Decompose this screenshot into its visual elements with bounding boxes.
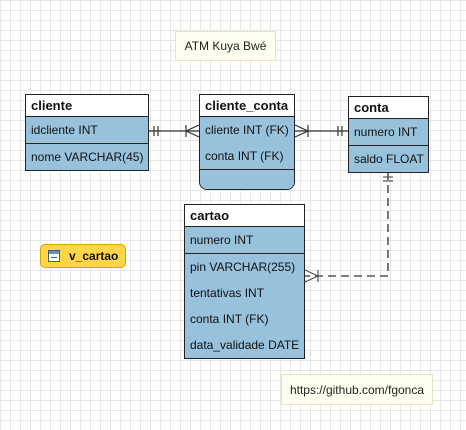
column-row[interactable]: tentativas INT xyxy=(190,286,265,300)
column-row[interactable]: cliente INT (FK) xyxy=(205,123,289,137)
relationship-conta-cliente_conta[interactable] xyxy=(294,124,348,138)
entity-conta-columns-section: saldo FLOAT xyxy=(349,145,428,172)
view-v_cartao-label: v_cartao xyxy=(69,249,119,263)
diagram-title-text: ATM Kuya Bwé xyxy=(184,39,267,53)
entity-cartao-title: cartao xyxy=(185,205,304,227)
entity-cliente-columns-section: nome VARCHAR(45) xyxy=(26,143,148,170)
view-v_cartao[interactable]: v_cartao xyxy=(40,244,126,268)
entity-cliente_conta-title: cliente_conta xyxy=(200,95,294,117)
column-row[interactable]: saldo FLOAT xyxy=(354,152,424,166)
column-row[interactable]: conta INT (FK) xyxy=(190,312,269,326)
link-note[interactable]: https://github.com/fgonca xyxy=(281,374,433,405)
diagram-title-note[interactable]: ATM Kuya Bwé xyxy=(175,31,276,61)
entity-cliente[interactable]: cliente idcliente INT nome VARCHAR(45) xyxy=(25,94,149,171)
entity-cartao-columns-section: pin VARCHAR(255) tentativas INT conta IN… xyxy=(185,253,304,358)
column-row[interactable]: numero INT xyxy=(190,233,254,247)
column-row[interactable]: nome VARCHAR(45) xyxy=(31,150,144,164)
view-icon xyxy=(48,250,60,262)
link-note-text: https://github.com/fgonca xyxy=(289,382,425,397)
column-row[interactable]: conta INT (FK) xyxy=(205,149,284,163)
entity-cliente_conta[interactable]: cliente_conta cliente INT (FK) conta INT… xyxy=(199,94,295,190)
relationship-conta-cartao[interactable] xyxy=(304,172,393,283)
entity-conta-pk-section: numero INT xyxy=(349,119,428,145)
column-row[interactable]: pin VARCHAR(255) xyxy=(190,260,296,274)
entity-cliente_conta-pk-section: cliente INT (FK) conta INT (FK) xyxy=(200,117,294,169)
column-row[interactable]: numero INT xyxy=(354,125,418,139)
entity-cliente_conta-columns-section xyxy=(200,169,294,189)
relationship-cliente-cliente_conta[interactable] xyxy=(149,124,200,138)
entity-conta-title: conta xyxy=(349,97,428,119)
entity-conta[interactable]: conta numero INT saldo FLOAT xyxy=(348,96,429,173)
entity-cartao[interactable]: cartao numero INT pin VARCHAR(255) tenta… xyxy=(184,204,305,359)
entity-cliente-title: cliente xyxy=(26,95,148,117)
entity-cliente-pk-section: idcliente INT xyxy=(26,117,148,143)
column-row[interactable]: idcliente INT xyxy=(31,123,98,137)
entity-cartao-pk-section: numero INT xyxy=(185,227,304,253)
column-row[interactable]: data_validade DATE xyxy=(190,338,300,352)
